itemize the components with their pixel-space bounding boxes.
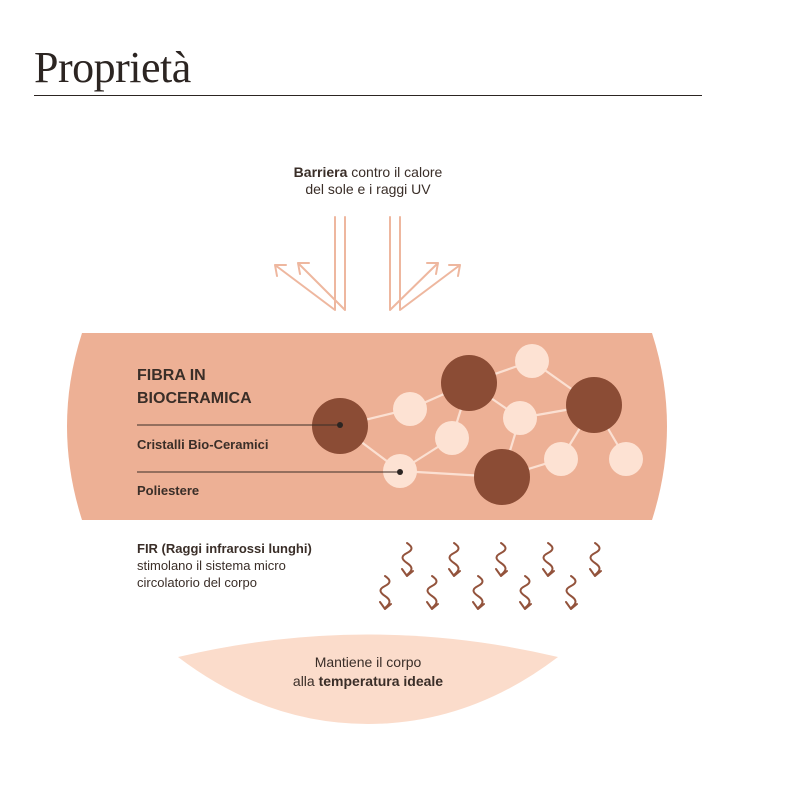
- polyester-node: [393, 392, 427, 426]
- fir-line3: circolatorio del corpo: [137, 575, 257, 590]
- crystal-node: [566, 377, 622, 433]
- infrared-wave-icon: [426, 575, 439, 610]
- infrared-wave-icon: [379, 575, 392, 610]
- right-reflection-arrows: [389, 216, 461, 311]
- polyester-node: [609, 442, 643, 476]
- infrared-wave-icon: [519, 575, 532, 610]
- polyester-node: [435, 421, 469, 455]
- body-dome: [178, 634, 558, 724]
- barrier-rest: contro il calore: [347, 164, 442, 180]
- polyester-node: [515, 344, 549, 378]
- fir-line2: stimolano il sistema micro: [137, 558, 286, 573]
- crystals-label: Cristalli Bio-Ceramici: [137, 437, 269, 452]
- reflected-uv-arrows: [274, 216, 461, 311]
- title-divider: [34, 95, 702, 96]
- infrared-wave-icon: [589, 542, 602, 577]
- infrared-wave-icon: [472, 575, 485, 610]
- crystal-node: [474, 449, 530, 505]
- body-text-line2: alla temperatura ideale: [293, 673, 443, 689]
- infrared-wave-icon: [401, 542, 414, 577]
- infrared-wave-icon: [495, 542, 508, 577]
- body-text-normal: alla: [293, 673, 319, 689]
- infrared-wave-icon: [448, 542, 461, 577]
- infrared-wave-arrows: [379, 542, 602, 610]
- barrier-text-line1: Barriera contro il calore: [294, 164, 443, 180]
- crystal-node: [441, 355, 497, 411]
- barrier-text-line2: del sole e i raggi UV: [305, 181, 431, 197]
- polyester-leader-dot: [397, 469, 403, 475]
- fiber-title-line1: FIBRA IN: [137, 367, 206, 384]
- polyester-node: [544, 442, 578, 476]
- crystals-leader-dot: [337, 422, 343, 428]
- polyester-node: [503, 401, 537, 435]
- body-text-bold: temperatura ideale: [319, 673, 444, 689]
- bioceramic-crystal-nodes: [312, 355, 622, 505]
- polyester-label: Poliestere: [137, 483, 199, 498]
- left-reflection-arrows: [274, 216, 346, 311]
- polyester-nodes: [383, 344, 643, 488]
- infrared-wave-icon: [565, 575, 578, 610]
- page-title: Proprietà: [34, 43, 191, 92]
- fir-title: FIR (Raggi infrarossi lunghi): [137, 541, 312, 556]
- body-text-line1: Mantiene il corpo: [315, 654, 422, 670]
- barrier-bold: Barriera: [294, 164, 348, 180]
- infrared-wave-icon: [542, 542, 555, 577]
- fiber-title-line2: BIOCERAMICA: [137, 390, 252, 407]
